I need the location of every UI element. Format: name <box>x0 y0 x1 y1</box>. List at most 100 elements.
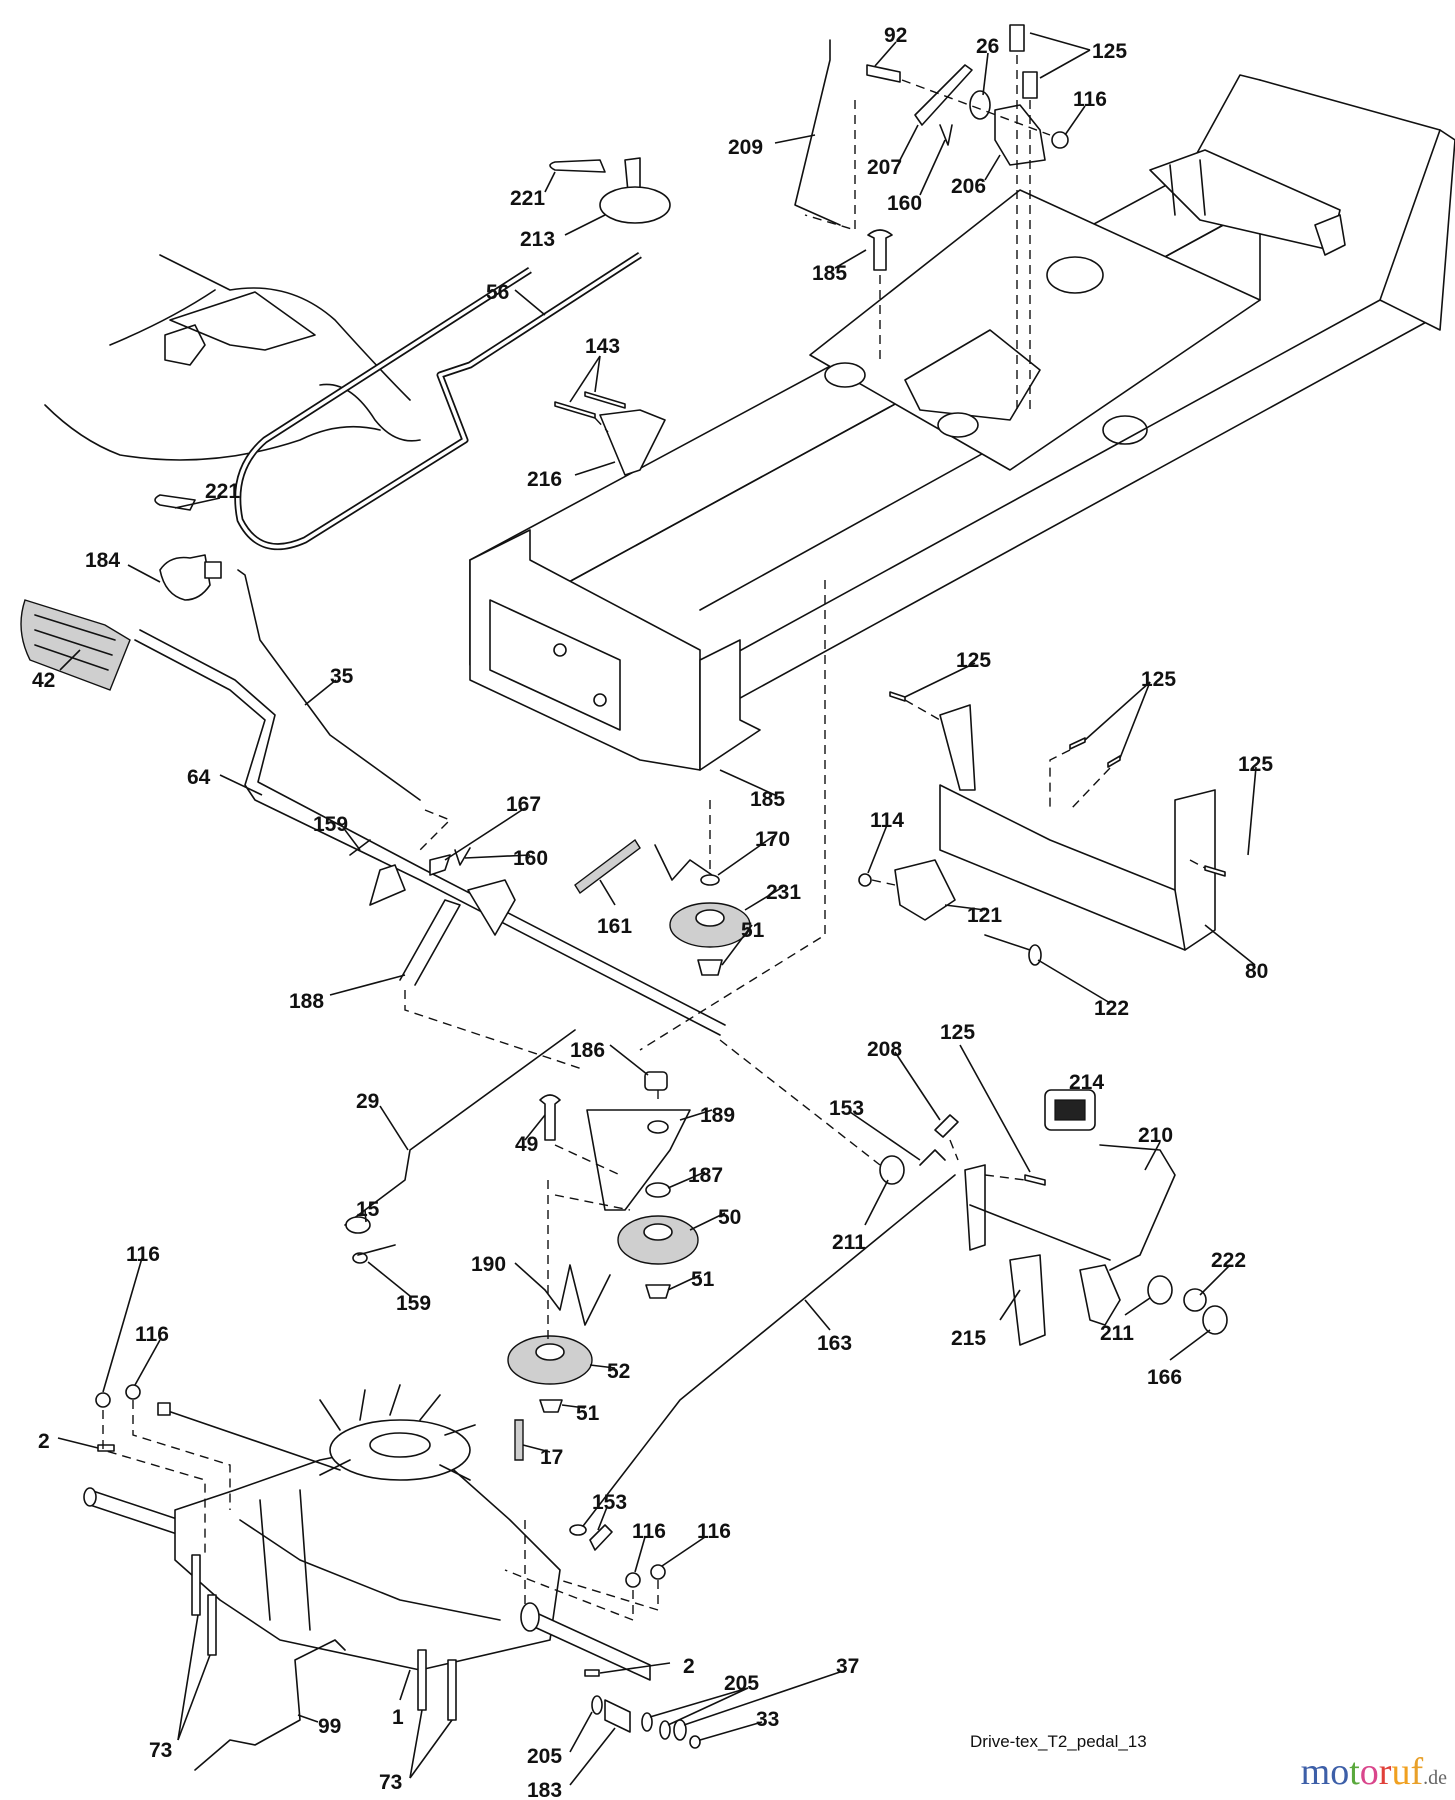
callout-labels: 92 26 125 116 209 207 160 206 221 213 18… <box>32 24 1273 1800</box>
callout-210: 210 <box>1138 1124 1173 1147</box>
callout-211-left: 211 <box>832 1231 866 1254</box>
callout-51-lower: 51 <box>576 1402 600 1425</box>
callout-52: 52 <box>607 1360 630 1383</box>
callout-51-upper: 51 <box>741 919 765 942</box>
callout-153-pedal: 153 <box>829 1097 864 1120</box>
callout-184: 184 <box>85 549 120 572</box>
bracket-assembly-top <box>794 24 1069 410</box>
callout-221-left: 221 <box>205 480 240 503</box>
callout-116-left-b: 116 <box>135 1323 169 1346</box>
leader-lines <box>57 32 1257 1786</box>
callout-125-bracket-left: 125 <box>956 649 991 672</box>
callout-161: 161 <box>597 915 632 938</box>
callout-231: 231 <box>766 881 801 904</box>
callout-15: 15 <box>356 1198 380 1221</box>
callout-116-lower-a: 116 <box>632 1520 666 1543</box>
brand-letter: o <box>1330 1751 1350 1793</box>
callout-143: 143 <box>585 335 620 358</box>
callout-208: 208 <box>867 1038 902 1061</box>
callout-221-top: 221 <box>510 187 545 210</box>
belt-and-deck <box>44 252 642 551</box>
callout-116-top: 116 <box>1073 88 1107 111</box>
callout-125-pedal: 125 <box>940 1021 975 1044</box>
brand-letter: o <box>1359 1751 1379 1793</box>
callout-189: 189 <box>700 1104 735 1127</box>
callout-213: 213 <box>520 228 555 251</box>
callout-125-top: 125 <box>1092 40 1127 63</box>
callout-99: 99 <box>318 1715 341 1738</box>
callout-114: 114 <box>870 809 904 832</box>
link-29 <box>344 1029 576 1264</box>
callout-17: 17 <box>540 1446 563 1469</box>
callout-206: 206 <box>951 175 986 198</box>
callout-166: 166 <box>1147 1366 1182 1389</box>
callout-26: 26 <box>976 35 999 58</box>
callout-92: 92 <box>884 24 907 47</box>
callout-33: 33 <box>756 1708 779 1731</box>
callout-160-top: 160 <box>887 192 922 215</box>
brand-letter: u <box>1391 1751 1411 1793</box>
callout-205-left: 205 <box>527 1745 562 1768</box>
brand-letter: m <box>1300 1751 1331 1793</box>
lift-lever-assembly <box>20 494 726 1071</box>
callout-42: 42 <box>32 669 55 692</box>
callout-215: 215 <box>951 1327 986 1350</box>
brand-letter: f <box>1410 1751 1424 1793</box>
callout-160-mid: 160 <box>513 847 548 870</box>
callout-187: 187 <box>688 1164 723 1187</box>
callout-205-right: 205 <box>724 1672 759 1695</box>
callout-29: 29 <box>356 1090 379 1113</box>
callout-64: 64 <box>187 766 211 789</box>
callout-190: 190 <box>471 1253 506 1276</box>
callout-207: 207 <box>867 156 902 179</box>
callout-216: 216 <box>527 468 562 491</box>
callout-73-right: 73 <box>379 1771 402 1794</box>
callout-56: 56 <box>486 281 509 304</box>
callout-125-bracket-mid: 125 <box>1141 668 1176 691</box>
callout-159-mid: 159 <box>313 813 348 836</box>
bracket-80-assembly <box>858 691 1226 966</box>
callout-159-lower: 159 <box>396 1292 431 1315</box>
bracket-216 <box>554 391 666 476</box>
callout-122: 122 <box>1094 997 1129 1020</box>
transaxle-assembly <box>83 1384 701 1771</box>
callout-188: 188 <box>289 990 324 1013</box>
callout-49: 49 <box>515 1133 538 1156</box>
callout-35: 35 <box>330 665 354 688</box>
callout-183: 183 <box>527 1779 562 1800</box>
drive-pulley-assembly <box>507 1071 699 1461</box>
knob-assembly <box>549 157 671 224</box>
callout-185-top: 185 <box>812 262 847 285</box>
callout-50: 50 <box>718 1206 741 1229</box>
callout-125-bracket-right: 125 <box>1238 753 1273 776</box>
callout-2-right: 2 <box>683 1655 695 1678</box>
diagram-caption: Drive-tex_T2_pedal_13 <box>970 1732 1147 1751</box>
callout-185-mid: 185 <box>750 788 785 811</box>
callout-209: 209 <box>728 136 763 159</box>
callout-211-right: 211 <box>1100 1322 1134 1345</box>
pedal-assembly <box>569 1039 1228 1551</box>
brand-letter: r <box>1378 1751 1392 1793</box>
callout-2-left: 2 <box>38 1430 50 1453</box>
chassis-frame <box>469 74 1455 771</box>
callout-186: 186 <box>570 1039 605 1062</box>
callout-80: 80 <box>1245 960 1268 983</box>
brand-letter: t <box>1349 1751 1360 1793</box>
callout-73-left: 73 <box>149 1739 172 1762</box>
callout-121: 121 <box>967 904 1002 927</box>
callout-214: 214 <box>1069 1071 1104 1094</box>
callout-116-left-a: 116 <box>126 1243 160 1266</box>
callout-116-lower-b: 116 <box>697 1520 731 1543</box>
callout-1: 1 <box>392 1706 404 1729</box>
idler-pulley-231 <box>574 580 826 1051</box>
callout-37: 37 <box>836 1655 859 1678</box>
callout-51-mid: 51 <box>691 1268 715 1291</box>
callout-167: 167 <box>506 793 541 816</box>
brand-tld: .de <box>1423 1767 1447 1789</box>
brand-logo[interactable]: motoruf.de <box>1301 1750 1447 1794</box>
callout-163: 163 <box>817 1332 852 1355</box>
callout-153-lower: 153 <box>592 1491 627 1514</box>
callout-222: 222 <box>1211 1249 1246 1272</box>
callout-170: 170 <box>755 828 790 851</box>
